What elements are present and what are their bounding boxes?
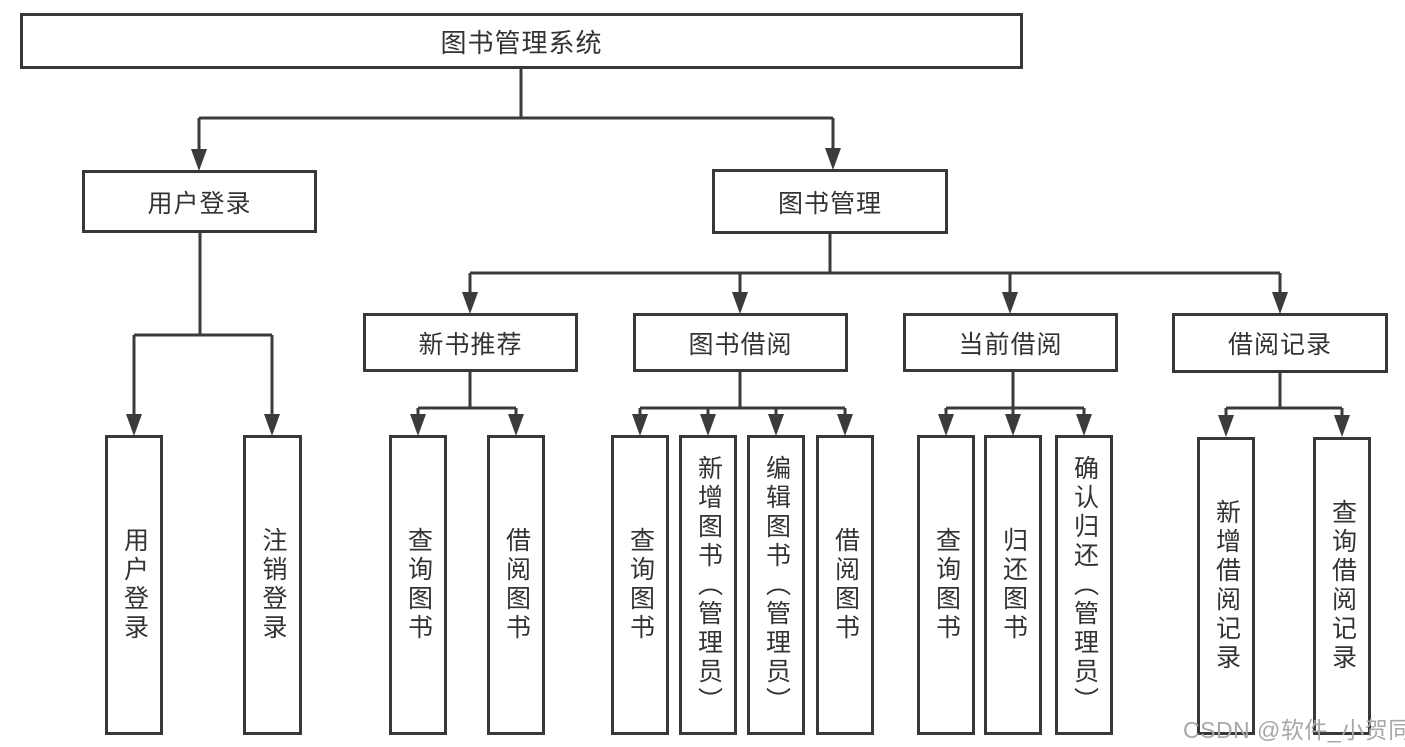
node-book-borrow-label: 图书借阅 xyxy=(688,330,793,359)
leaf-user-login-label: 用户登录 xyxy=(120,527,149,643)
leaf-borrow-books-1-label: 借阅图书 xyxy=(502,527,531,643)
leaf-query-books-3-label: 查询图书 xyxy=(932,527,961,643)
connector-book-management xyxy=(468,234,1282,296)
leaf-query-books-2-label: 查询图书 xyxy=(626,527,655,643)
leaf-query-books-1-label: 查询图书 xyxy=(404,527,433,643)
node-book-management: 图书管理 xyxy=(712,169,948,234)
leaf-confirm-return-admin: 确认归还（管理员） xyxy=(1055,435,1113,735)
watermark: CSDN @软件_小贺同学 xyxy=(1183,717,1405,743)
arrowheads xyxy=(126,148,1350,437)
connector-new-book-recommend xyxy=(416,372,518,418)
connector-book-borrow xyxy=(638,372,847,418)
leaf-query-borrow-record: 查询借阅记录 xyxy=(1313,437,1371,735)
leaf-query-books-3: 查询图书 xyxy=(917,435,975,735)
leaf-add-borrow-record: 新增借阅记录 xyxy=(1197,437,1255,735)
leaf-add-borrow-record-label: 新增借阅记录 xyxy=(1212,499,1241,673)
leaf-confirm-return-admin-label: 确认归还（管理员） xyxy=(1070,454,1099,716)
node-root: 图书管理系统 xyxy=(20,13,1023,69)
leaf-add-books-admin-label: 新增图书（管理员） xyxy=(694,454,723,716)
connector-borrow-records xyxy=(1224,373,1344,418)
leaf-return-books-label: 归还图书 xyxy=(999,527,1028,643)
leaf-borrow-books-2: 借阅图书 xyxy=(816,435,874,735)
node-current-borrow-label: 当前借阅 xyxy=(958,330,1063,359)
connector-root xyxy=(197,69,835,152)
leaf-borrow-books-1: 借阅图书 xyxy=(487,435,545,735)
leaf-borrow-books-2-label: 借阅图书 xyxy=(831,527,860,643)
connector-current-borrow xyxy=(944,372,1086,418)
connector-user-login xyxy=(132,233,274,418)
leaf-query-borrow-record-label: 查询借阅记录 xyxy=(1328,499,1357,673)
leaf-return-books: 归还图书 xyxy=(984,435,1042,735)
leaf-edit-books-admin-label: 编辑图书（管理员） xyxy=(762,454,791,716)
node-current-borrow: 当前借阅 xyxy=(903,313,1118,372)
leaf-logout-label: 注销登录 xyxy=(259,527,287,643)
leaf-user-login: 用户登录 xyxy=(105,435,163,735)
node-book-borrow: 图书借阅 xyxy=(633,313,848,372)
node-user-login-label: 用户登录 xyxy=(147,189,252,218)
leaf-query-books-1: 查询图书 xyxy=(389,435,447,735)
node-user-login: 用户登录 xyxy=(82,170,317,233)
node-borrow-records-label: 借阅记录 xyxy=(1227,331,1332,359)
leaf-edit-books-admin: 编辑图书（管理员） xyxy=(747,435,805,735)
leaf-query-books-2: 查询图书 xyxy=(611,435,669,735)
leaf-add-books-admin: 新增图书（管理员） xyxy=(679,435,737,735)
node-root-label: 图书管理系统 xyxy=(440,27,603,58)
node-borrow-records: 借阅记录 xyxy=(1172,313,1388,373)
node-new-book-recommend: 新书推荐 xyxy=(363,313,578,372)
leaf-logout: 注销登录 xyxy=(243,435,302,735)
node-book-management-label: 图书管理 xyxy=(777,189,882,218)
node-new-book-recommend-label: 新书推荐 xyxy=(418,330,523,359)
